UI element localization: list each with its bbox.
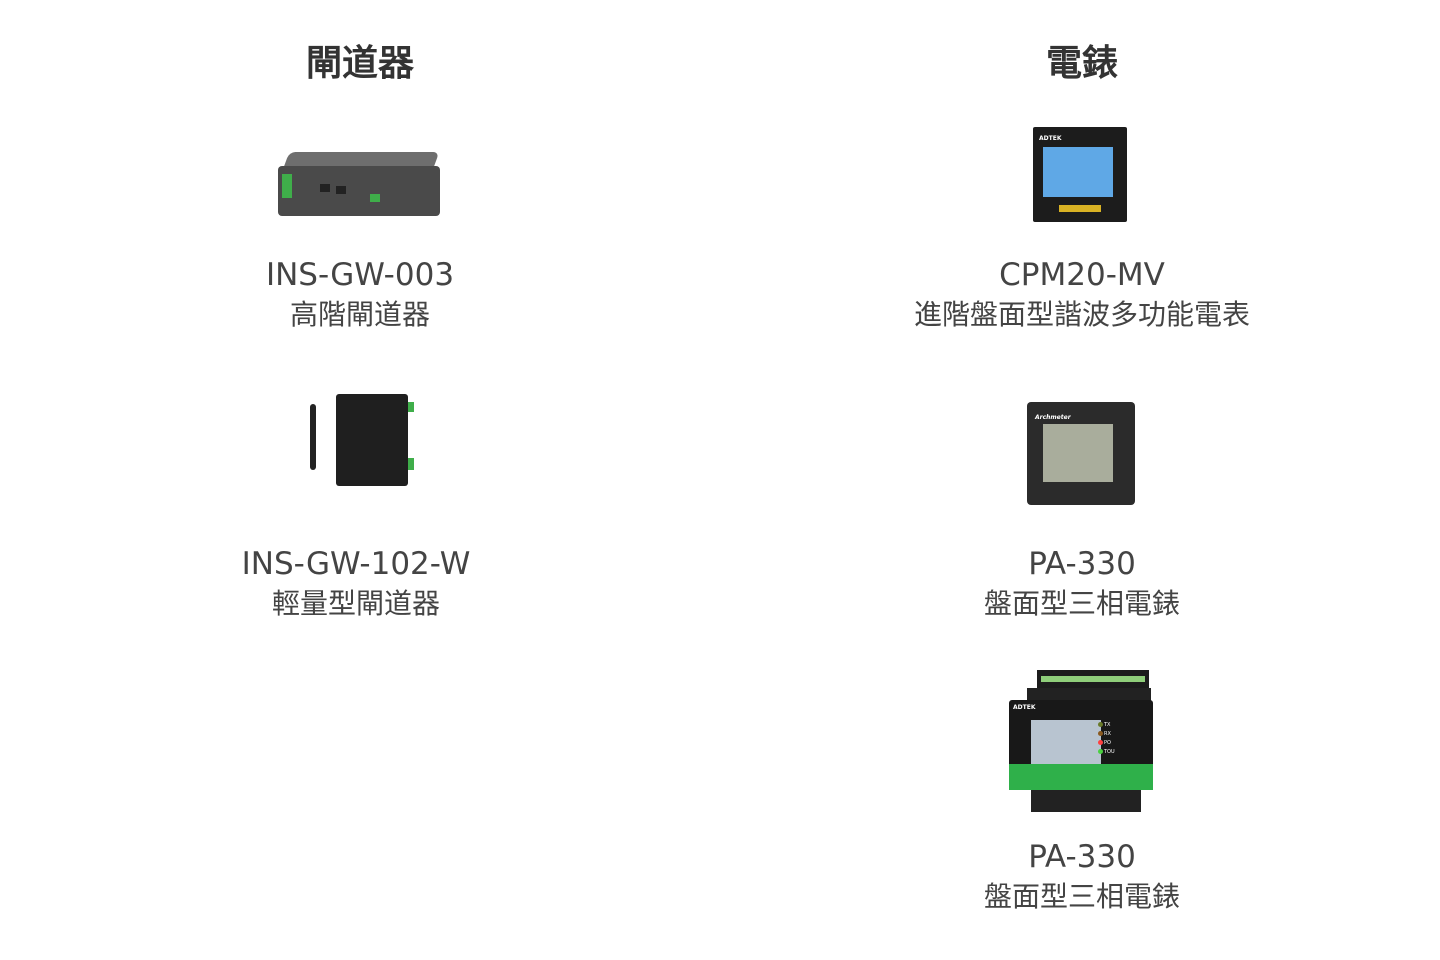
brand-logo: ADTEK — [1039, 135, 1062, 142]
product-description: 盤面型三相電錶 — [983, 587, 1180, 620]
product-card[interactable]: INS-GW-102-W 輕量型閘道器 — [106, 544, 606, 624]
product-card[interactable]: PA-330 盤面型三相電錶 — [832, 544, 1332, 624]
product-model[interactable]: INS-GW-003 — [265, 257, 455, 293]
wireless-gateway-image[interactable] — [308, 388, 414, 490]
brand-logo: ADTEK — [1013, 704, 1036, 711]
led-label-rx: RX — [1104, 731, 1111, 737]
led-label-po: PO — [1104, 740, 1111, 746]
product-description: 盤面型三相電錶 — [983, 880, 1180, 913]
product-model[interactable]: PA-330 — [1028, 839, 1136, 875]
meter-heading: 電錶 — [1045, 43, 1118, 84]
panel-meter-lcd-image[interactable]: Archmeter — [1027, 402, 1135, 505]
din-rail-meter-image[interactable]: ADTEK TX RX PO TOU — [1007, 668, 1153, 816]
product-description: 進階盤面型諧波多功能電表 — [913, 298, 1250, 331]
gateway-box-image[interactable] — [278, 152, 440, 218]
product-description: 輕量型閘道器 — [271, 587, 440, 620]
product-model[interactable]: CPM20-MV — [999, 257, 1165, 293]
product-card[interactable]: PA-330 盤面型三相電錶 — [832, 837, 1332, 917]
panel-meter-image[interactable]: ADTEK — [1033, 127, 1127, 222]
led-label-tx: TX — [1104, 722, 1111, 728]
product-model[interactable]: INS-GW-102-W — [241, 546, 471, 582]
brand-logo: Archmeter — [1035, 414, 1071, 421]
product-card[interactable]: CPM20-MV 進階盤面型諧波多功能電表 — [832, 255, 1332, 335]
product-model[interactable]: PA-330 — [1028, 546, 1136, 582]
gateway-heading: 閘道器 — [305, 43, 414, 84]
product-description: 高階閘道器 — [289, 298, 430, 331]
product-card[interactable]: INS-GW-003 高階閘道器 — [110, 255, 610, 335]
led-label-tou: TOU — [1104, 749, 1115, 755]
